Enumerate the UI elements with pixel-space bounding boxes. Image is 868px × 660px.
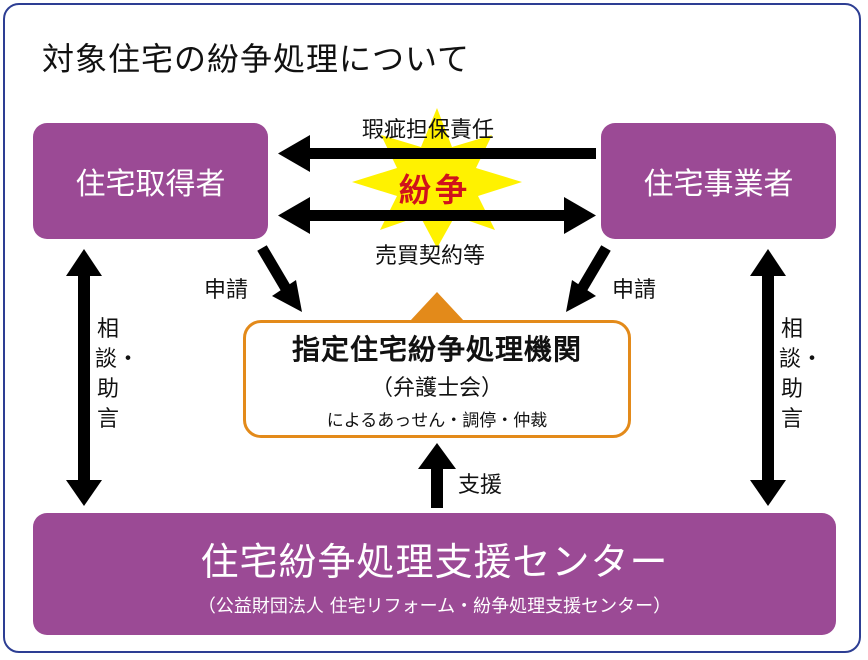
arrow-defect-liability [278,135,596,172]
consultation-label-left: 相談・助言 [95,317,140,432]
arrow-application-left [257,245,302,312]
dispute-label: 紛争 [398,171,471,209]
arrow-application-right [566,245,611,312]
diagram-frame [3,3,861,653]
page-title: 対象住宅の紛争処理について [42,40,471,78]
arrow-sales-contract [278,197,596,234]
organization-name: 指定住宅紛争処理機関 [291,332,582,366]
org-pointer [410,292,464,321]
application-label-right: 申請 [612,278,657,303]
dispute-organization-box: 指定住宅紛争処理機関 （弁護士会） によるあっせん・調停・仲裁 [243,320,631,438]
business-label: 住宅事業者 [643,167,794,202]
arrow-consultation-left [66,249,102,506]
support-center-box: 住宅紛争処理支援センター （公益財団法人 住宅リフォーム・紛争処理支援センター） [33,513,836,635]
arrow-consultation-right [750,249,786,506]
acquirer-box: 住宅取得者 [33,123,268,239]
organization-services: によるあっせん・調停・仲裁 [326,410,548,431]
support-center-sub: （公益財団法人 住宅リフォーム・紛争処理支援センター） [197,595,672,617]
arrow-support [418,443,456,508]
application-label-left: 申請 [204,278,249,303]
support-center-name: 住宅紛争処理支援センター [200,539,669,584]
consultation-label-right: 相談・助言 [779,317,824,432]
support-label: 支援 [458,473,503,498]
defect-liability-label: 瑕疵担保責任 [362,118,495,143]
sales-contract-label: 売買契約等 [375,244,486,269]
acquirer-label: 住宅取得者 [75,167,226,202]
organization-paren: （弁護士会） [370,375,503,401]
business-box: 住宅事業者 [601,123,836,239]
